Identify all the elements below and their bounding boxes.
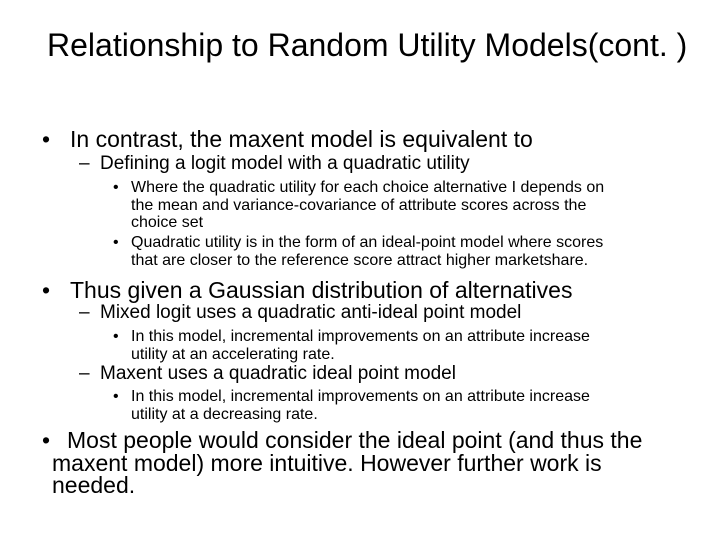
bullet-item-level3: • Quadratic utility is in the form of an… bbox=[0, 234, 720, 269]
dash-marker: – bbox=[79, 302, 90, 323]
bullet-line: In this model, incremental improvements … bbox=[131, 328, 590, 345]
bullet-item-level1: • Most people would consider the ideal p… bbox=[0, 429, 720, 497]
bullet-line: choice set bbox=[131, 214, 204, 231]
bullet-marker: • bbox=[42, 126, 51, 152]
bullet-marker: • bbox=[113, 328, 119, 345]
bullet-marker: • bbox=[42, 277, 51, 303]
bullet-marker: • bbox=[113, 234, 119, 251]
bullet-marker: • bbox=[42, 427, 51, 453]
bullet-item-level1: • In contrast, the maxent model is equiv… bbox=[0, 128, 720, 151]
dash-marker: – bbox=[79, 363, 90, 384]
bullet-line: Quadratic utility is in the form of an i… bbox=[131, 234, 604, 251]
bullet-line: Thus given a Gaussian distribution of al… bbox=[70, 277, 573, 303]
bullet-item-level3: • In this model, incremental improvement… bbox=[0, 328, 720, 363]
bullet-line: Mixed logit uses a quadratic anti-ideal … bbox=[100, 302, 522, 323]
slide-title: Relationship to Random Utility Models(co… bbox=[47, 27, 688, 63]
bullet-line: maxent model) more intuitive. However fu… bbox=[52, 449, 602, 476]
bullet-line: the mean and variance-covariance of attr… bbox=[131, 196, 587, 214]
bullet-line: utility at a decreasing rate. bbox=[131, 405, 318, 423]
bullet-marker: • bbox=[113, 388, 119, 405]
bullet-line: Most people would consider the ideal poi… bbox=[67, 427, 643, 453]
bullet-line: Defining a logit model with a quadratic … bbox=[100, 153, 470, 174]
bullet-line: needed. bbox=[52, 472, 136, 498]
dash-marker: – bbox=[79, 153, 90, 174]
bullet-item-level1: • Thus given a Gaussian distribution of … bbox=[0, 279, 720, 302]
bullet-item-level2: – Defining a logit model with a quadrati… bbox=[0, 154, 720, 174]
bullet-marker: • bbox=[113, 179, 119, 196]
bullet-item-level2: – Maxent uses a quadratic ideal point mo… bbox=[0, 364, 720, 384]
bullet-item-level3: • In this model, incremental improvement… bbox=[0, 388, 720, 423]
bullet-line: utility at an accelerating rate. bbox=[131, 345, 335, 363]
bullet-item-level2: – Mixed logit uses a quadratic anti-idea… bbox=[0, 303, 720, 323]
bullet-line: In this model, incremental improvements … bbox=[131, 388, 590, 405]
bullet-line: Maxent uses a quadratic ideal point mode… bbox=[100, 363, 456, 384]
bullet-line: that are closer to the reference score a… bbox=[131, 251, 589, 269]
bullet-item-level3: • Where the quadratic utility for each c… bbox=[0, 179, 720, 232]
bullet-line: Where the quadratic utility for each cho… bbox=[131, 179, 605, 196]
bullet-line: In contrast, the maxent model is equival… bbox=[70, 126, 533, 152]
